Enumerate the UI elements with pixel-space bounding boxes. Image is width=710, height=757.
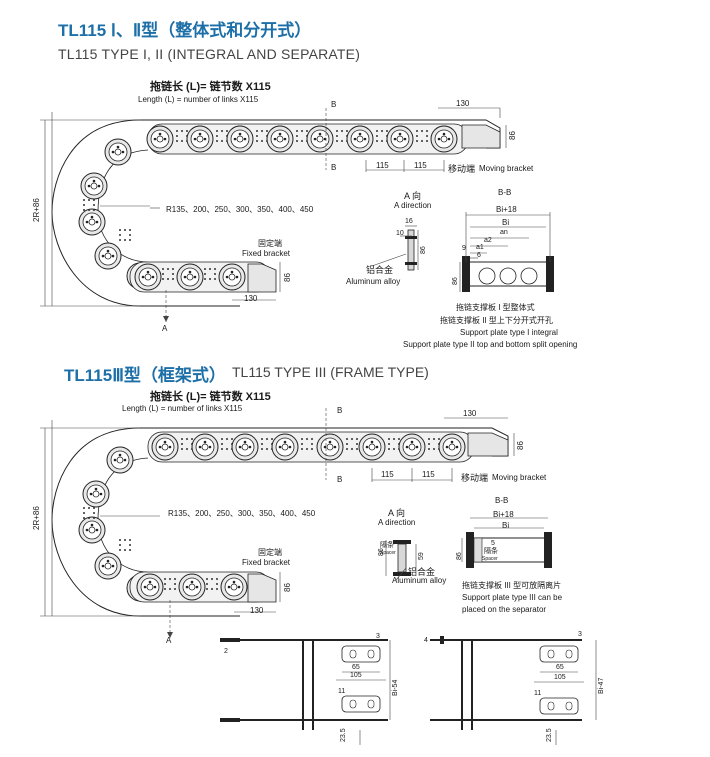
s1-an: an (500, 229, 508, 236)
s2-moving-en: Moving bracket (492, 473, 547, 482)
s1-length-cn: 拖链长 (L)= 链节数 X115 (150, 81, 271, 93)
s2-support-en-1: Support plate type III can be (462, 593, 563, 602)
s1-support-cn-2: 拖链支撑板 II 型上下分开式开孔 (440, 316, 553, 325)
b-b-section-2 (461, 517, 552, 568)
section1-title-cn: TL115 Ⅰ、Ⅱ型（整体式和分开式） (58, 21, 312, 40)
s1-dim-86-fixed: 86 (283, 273, 292, 282)
s2-dim-130-top: 130 (463, 409, 477, 418)
br-d235: 23.5 (546, 728, 553, 742)
s1-fixed-en: Fixed bracket (242, 249, 291, 258)
s1-nine: 9 (462, 245, 466, 252)
s2-fixed-en: Fixed bracket (242, 558, 291, 567)
s2-b-bottom: B (337, 475, 343, 484)
s1-dim-115-b: 115 (414, 161, 427, 170)
s1-dim-2r86: 2R+86 (32, 198, 41, 222)
bl-d2: 2 (224, 648, 228, 655)
br-d65: 65 (556, 664, 564, 671)
section2-title-en: TL115 TYPE III (FRAME TYPE) (232, 364, 429, 380)
s1-bi18: Bi+18 (496, 205, 517, 214)
bl-dbi54: Bi-54 (392, 679, 399, 696)
b-b-section-1 (459, 212, 554, 292)
s1-moving-en: Moving bracket (479, 164, 534, 173)
s1-b-bottom: B (331, 163, 337, 172)
s1-a2: a2 (484, 237, 492, 244)
s1-bb: B-B (498, 188, 512, 197)
s1-bi: Bi (502, 218, 510, 227)
s2-alu-en: Aluminum alloy (392, 576, 447, 585)
s2-spacer-cn: 隔条 (484, 548, 498, 555)
s2-bi18: Bi+18 (493, 510, 514, 519)
s2-spacer-en: Spacer (482, 556, 498, 562)
s2-a-dir-en: A direction (378, 518, 416, 527)
s2-radius-list: R135、200、250、300、350、400、450 (168, 509, 316, 518)
s2-length-cn: 拖链长 (L)= 链节数 X115 (150, 391, 271, 403)
s2-bi: Bi (502, 521, 510, 530)
bl-d235: 23.5 (340, 728, 347, 742)
s2-spacer-en-a: Spacer (380, 550, 396, 556)
s2-dim-2r86: 2R+86 (32, 506, 41, 530)
s1-support-cn-1: 拖链支撑板 I 型整体式 (456, 303, 535, 312)
chain-drawing-type-3 (40, 408, 515, 638)
s1-a-dir-en: A direction (394, 201, 432, 210)
s2-support-cn: 拖链支撑板 III 型可放隔离片 (462, 581, 562, 590)
s1-a-dir-cn: A 向 (404, 191, 422, 201)
s2-dim-86-fixed: 86 (283, 583, 292, 592)
s2-bb: B-B (495, 496, 509, 505)
bl-d3: 3 (376, 633, 380, 640)
section1-title-en: TL115 TYPE I, II (INTEGRAL AND SEPARATE) (58, 46, 361, 62)
br-d4: 4 (424, 637, 428, 644)
bl-d11: 11 (338, 688, 346, 695)
s1-b-top: B (331, 100, 337, 109)
s1-dim-115-a: 115 (376, 161, 389, 170)
s1-a1: a1 (476, 244, 484, 251)
s2-dim-115-b: 115 (422, 470, 435, 479)
s1-dim-86-bb: 86 (452, 277, 459, 285)
s1-radius-list: R135、200、250、300、350、400、450 (166, 205, 314, 214)
s2-b-top: B (337, 406, 343, 415)
s1-dim-130-fixed: 130 (244, 294, 258, 303)
s2-dim-86-bb: 86 (456, 552, 463, 560)
s2-dim-86-right: 86 (516, 441, 525, 450)
section2-title-cn: TL115Ⅲ型（框架式） (64, 366, 226, 385)
s2-spacer-cn-a: 隔条 (380, 542, 394, 549)
s2-alu-cn: 铝合金 (408, 567, 436, 577)
bracket-drawing-right (430, 636, 597, 745)
s2-fixed-cn: 固定端 (258, 548, 282, 557)
s1-support-en-2: Support plate type II top and bottom spl… (403, 340, 578, 349)
s1-dim-86-right: 86 (508, 131, 517, 140)
br-d11: 11 (534, 690, 542, 697)
s2-moving-cn: 移动端 (461, 473, 489, 483)
br-d105: 105 (554, 674, 566, 681)
s1-alu-cn: 铝合金 (366, 265, 394, 275)
s2-a-dir-cn: A 向 (388, 508, 406, 518)
bracket-drawing-left (220, 638, 391, 745)
s1-dim-86-a: 86 (420, 246, 427, 254)
s2-label-a: A (166, 636, 172, 645)
s2-dim-115-a: 115 (381, 470, 394, 479)
s2-support-en-2: placed on the separator (462, 605, 547, 614)
s2-five: 5 (491, 540, 495, 547)
s2-dim-59: 59 (418, 552, 425, 560)
s1-dim-10: 10 (396, 230, 404, 237)
bl-d105: 105 (350, 672, 362, 679)
s2-dim-130-fixed: 130 (250, 606, 264, 615)
s1-dim-130-top: 130 (456, 99, 470, 108)
s1-alu-en: Aluminum alloy (346, 277, 401, 286)
s1-fixed-cn: 固定端 (258, 239, 282, 248)
bl-d65: 65 (352, 664, 360, 671)
s1-moving-cn: 移动端 (448, 164, 476, 174)
s1-dim-16: 16 (405, 218, 413, 225)
br-dbi47: Bi-47 (598, 677, 605, 694)
s2-length-en: Length (L) = number of links X115 (122, 404, 243, 413)
chain-drawing-type-1-2 (40, 107, 507, 322)
s1-support-en-1: Support plate type I integral (460, 328, 558, 337)
s1-six: 6 (477, 252, 481, 259)
s1-length-en: Length (L) = number of links X115 (138, 95, 259, 104)
s1-label-a: A (162, 324, 168, 333)
a-direction-view-2 (385, 540, 417, 581)
br-d3: 3 (578, 631, 582, 638)
a-direction-view-1 (371, 225, 419, 271)
